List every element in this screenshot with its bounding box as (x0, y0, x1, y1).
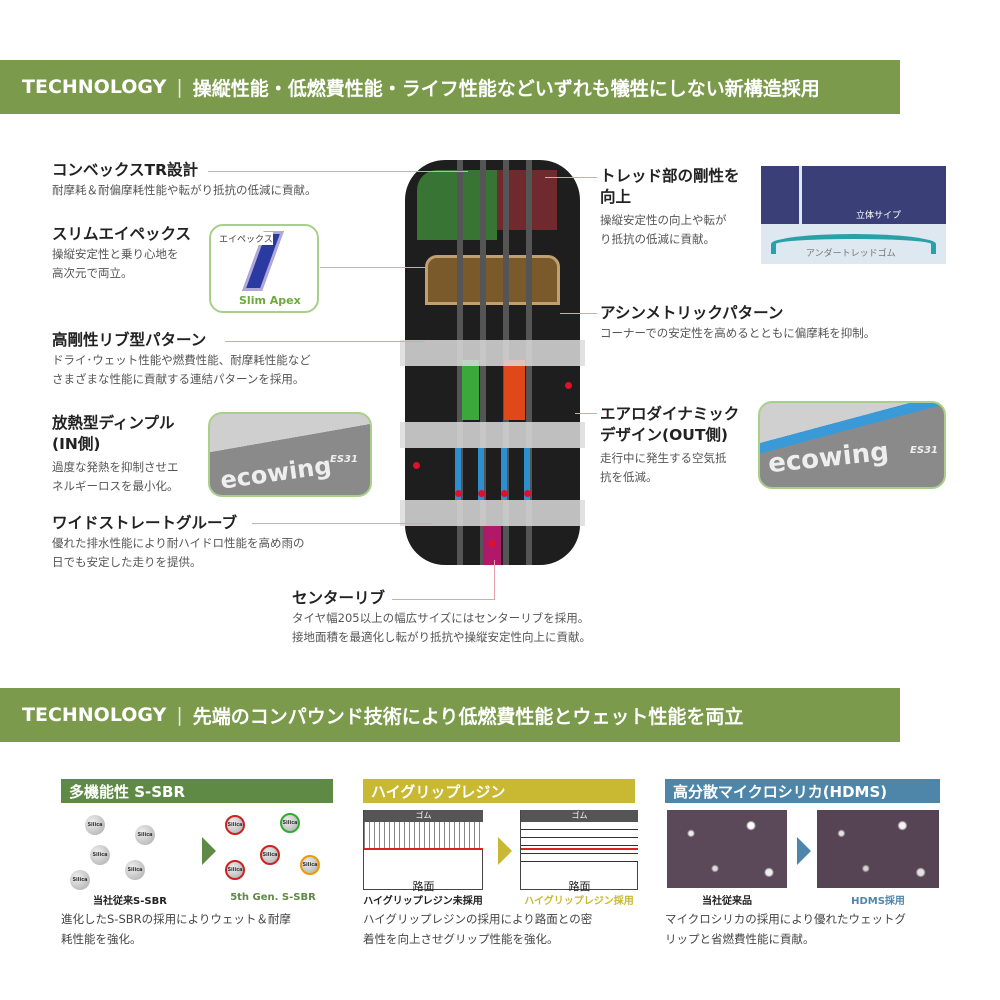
feature-title: ワイドストレートグルーブ (52, 514, 238, 532)
feature-title: 放熱型ディンプル (52, 414, 175, 432)
feature-desc: コーナーでの安定性を高めるとともに偏摩耗を抑制。 (600, 326, 876, 340)
inset-label: 立体サイプ (856, 211, 902, 221)
brand-logo: ecowing (766, 436, 891, 480)
panel-desc: 進化したS-SBRの採用によりウェット＆耐摩耗性能を強化。 (61, 909, 291, 949)
inset-label: アンダートレッドゴム (806, 249, 896, 259)
caption-right: HDMS採用 (851, 896, 905, 907)
model-name: ES31 (330, 454, 358, 465)
feature-aero: エアロダイナミック デザイン(OUT側) 走行中に発生する空気抵 抗を低減。 (600, 404, 739, 487)
feature-desc: 過度な発熱を抑制させエ (52, 460, 179, 474)
panel-desc: ハイグリップレジンの採用により路面との密着性を向上させグリップ性能を強化。 (363, 909, 592, 949)
inset-caption: Slim Apex (239, 294, 301, 307)
dimple-inset: ecowing ES31 (208, 412, 372, 497)
caption-left: 当社従来品 (702, 896, 752, 907)
aero-inset: ecowing ES31 (758, 401, 946, 489)
feature-desc: 日でも安定した走りを提供。 (52, 555, 202, 569)
feature-desc: 高次元で両立。 (52, 266, 133, 280)
brand-logo: ecowing (218, 451, 334, 495)
feature-desc: り抵抗の低減に貢献。 (600, 232, 715, 246)
silica-particle: Silica (225, 860, 245, 880)
feature-title: デザイン(OUT側) (600, 426, 729, 444)
feature-convex: コンベックスTR設計 耐摩耗＆耐偏摩耗性能や転がり抵抗の低減に貢献。 (52, 160, 317, 200)
rubber-label: ゴム (521, 810, 638, 822)
section-label: TECHNOLOGY (22, 704, 167, 726)
resin-without-diagram: ゴム 路面 (363, 810, 483, 893)
feature-center-rib: センターリブ タイヤ幅205以上の幅広サイズにはセンターリブを採用。 接地面積を… (292, 588, 591, 647)
ssbr-5th-gen-diagram: Silica Silica Silica Silica Silica (220, 810, 330, 890)
rubber-label: ゴム (364, 810, 483, 822)
slim-apex-inset: エイペックス Slim Apex (209, 224, 319, 313)
section-title: 操縦性能・低燃費性能・ライフ性能などいずれも犠牲にしない新構造採用 (192, 77, 820, 100)
feature-title: 向上 (600, 188, 632, 206)
arrow-icon (797, 837, 811, 865)
feature-groove: ワイドストレートグルーブ 優れた排水性能により耐ハイドロ性能を高め雨の 日でも安… (52, 513, 305, 572)
model-name: ES31 (910, 445, 938, 456)
caption-left: 当社従来S-SBR (93, 896, 167, 907)
caption-left: ハイグリップレジン未採用 (363, 896, 483, 907)
desc-line: マイクロシリカの採用により優れたウェットグ (665, 912, 907, 926)
feature-apex: スリムエイペックス 操縦安定性と乗り心地を 高次元で両立。 (52, 224, 191, 283)
feature-dimple: 放熱型ディンプル (IN側) 過度な発熱を抑制させエ ネルギーロスを最小化。 (52, 413, 179, 496)
feature-asymmetric: アシンメトリックパターン コーナーでの安定性を高めるとともに偏摩耗を抑制。 (600, 303, 875, 343)
panel-title-resin: ハイグリップレジン (363, 779, 635, 803)
feature-desc: 接地面積を最適化し転がり抵抗や操縦安定性向上に貢献。 (292, 630, 591, 644)
panel-desc: マイクロシリカの採用により優れたウェットグリップと省燃費性能に貢献。 (665, 909, 906, 949)
arrow-icon (498, 837, 512, 865)
feature-tread: トレッド部の剛性を 向上 操縦安定性の向上や転が り抵抗の低減に貢献。 (600, 166, 740, 249)
silica-particle: Silica (70, 870, 90, 890)
feature-desc: 操縦安定性と乗り心地を (52, 247, 179, 261)
conventional-microscope-image (667, 810, 787, 888)
caption-right: 5th Gen. S-SBR (230, 892, 316, 903)
feature-desc: 走行中に発生する空気抵 (600, 451, 727, 465)
section-title: 先端のコンパウンド技術により低燃費性能とウェット性能を両立 (192, 705, 744, 728)
road-label: 路面 (412, 880, 435, 893)
hdms-microscope-image (817, 810, 939, 888)
feature-title: コンベックスTR設計 (52, 161, 199, 179)
feature-desc: 優れた排水性能により耐ハイドロ性能を高め雨の (52, 536, 305, 550)
inset-label: エイペックス (219, 232, 273, 245)
silica-particle: Silica (260, 845, 280, 865)
tire-illustration (400, 160, 585, 565)
sipe-inset: 立体サイプ アンダートレッドゴム (761, 166, 946, 264)
feature-desc: ネルギーロスを最小化。 (52, 479, 179, 493)
road-label: 路面 (568, 880, 591, 893)
section-header-compound: TECHNOLOGY| 先端のコンパウンド技術により低燃費性能とウェット性能を両… (0, 688, 900, 742)
feature-title: トレッド部の剛性を (600, 167, 740, 185)
arrow-icon (202, 837, 216, 865)
silica-particle: Silica (225, 815, 245, 835)
desc-line: 着性を向上させグリップ性能を強化。 (363, 932, 559, 946)
feature-desc: 操縦安定性の向上や転が (600, 213, 727, 227)
desc-line: リップと省燃費性能に貢献。 (665, 932, 815, 946)
silica-particle: Silica (85, 815, 105, 835)
silica-particle: Silica (90, 845, 110, 865)
section-label: TECHNOLOGY (22, 76, 167, 98)
feature-desc: タイヤ幅205以上の幅広サイズにはセンターリブを採用。 (292, 611, 590, 625)
feature-title: スリムエイペックス (52, 225, 192, 243)
feature-rib: 高剛性リブ型パターン ドライ･ウェット性能や燃費性能、耐摩耗性能など さまざまな… (52, 330, 311, 389)
feature-desc: 耐摩耗＆耐偏摩耗性能や転がり抵抗の低減に貢献。 (52, 183, 317, 197)
feature-desc: ドライ･ウェット性能や燃費性能、耐摩耗性能など (52, 353, 311, 367)
silica-particle: Silica (280, 813, 300, 833)
feature-desc: 抗を低減。 (600, 470, 658, 484)
ssbr-conventional-diagram: Silica Silica Silica Silica Silica (65, 810, 190, 890)
silica-particle: Silica (125, 860, 145, 880)
silica-particle: Silica (300, 855, 320, 875)
panel-title-hdms: 高分散マイクロシリカ(HDMS) (665, 779, 940, 803)
panel-title-ssbr: 多機能性 S-SBR (61, 779, 333, 803)
feature-desc: さまざまな性能に貢献する連結パターンを採用。 (52, 372, 305, 386)
feature-title: 高剛性リブ型パターン (52, 331, 207, 349)
section-header-structure: TECHNOLOGY| 操縦性能・低燃費性能・ライフ性能などいずれも犠牲にしない… (0, 60, 900, 114)
feature-title: アシンメトリックパターン (600, 304, 784, 322)
feature-title: (IN側) (52, 435, 101, 453)
feature-title: エアロダイナミック (600, 405, 740, 423)
feature-title: センターリブ (292, 589, 386, 607)
caption-right: ハイグリップレジン採用 (524, 896, 634, 907)
desc-line: 進化したS-SBRの採用によりウェット＆耐摩 (61, 912, 291, 926)
desc-line: ハイグリップレジンの採用により路面との密 (363, 912, 593, 926)
desc-line: 耗性能を強化。 (61, 932, 142, 946)
silica-particle: Silica (135, 825, 155, 845)
resin-with-diagram: ゴム 路面 (520, 810, 638, 893)
